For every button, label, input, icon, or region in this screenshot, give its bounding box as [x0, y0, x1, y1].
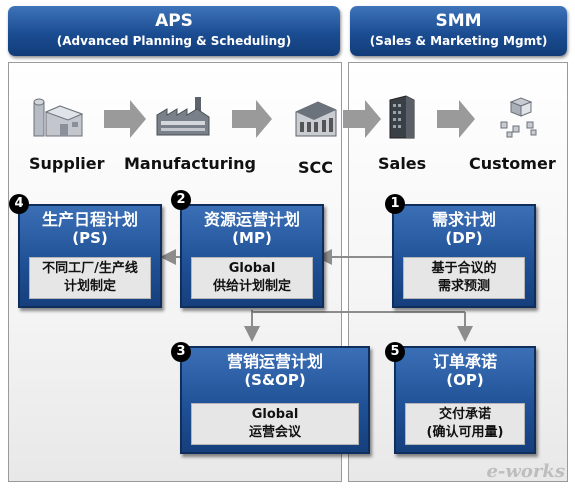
eworks-watermark: e-works — [486, 461, 565, 482]
dp-title: 需求计划 — [431, 210, 496, 229]
factory-icon — [156, 97, 210, 136]
mp-abbr: (MP) — [232, 229, 272, 247]
sop-desc-line-1: Global — [251, 407, 299, 422]
process-arrow-2 — [232, 100, 272, 138]
ps-abbr: (PS) — [72, 229, 108, 247]
warehouse-icon — [295, 101, 337, 137]
ps-title: 生产日程计划 — [41, 210, 138, 229]
process-arrow-4 — [437, 100, 475, 138]
office-building-icon — [389, 95, 415, 139]
sop-box: 营销运营计划 (S&OP) Global 运营会议 — [180, 346, 370, 454]
aps-header: APS (Advanced Planning & Scheduling) — [8, 6, 340, 56]
dp-desc-line-1: 基于合议的 — [431, 261, 497, 276]
mp-desc-line-2: 供给计划制定 — [212, 279, 291, 294]
ps-desc-line-1: 不同工厂/生产线 — [42, 261, 138, 276]
op-title: 订单承诺 — [432, 352, 497, 371]
process-arrows — [104, 100, 475, 138]
op-abbr: (OP) — [446, 371, 484, 389]
op-step-badge: 5 — [385, 342, 405, 362]
ps-step-badge: 4 — [9, 194, 29, 214]
dp-abbr: (DP) — [445, 229, 483, 247]
mp-box: 资源运营计划 (MP) Global 供给计划制定 — [180, 204, 324, 308]
aps-subtitle: (Advanced Planning & Scheduling) — [56, 34, 292, 48]
sop-step-badge: 3 — [171, 342, 191, 362]
op-desc-line-1: 交付承诺 — [438, 407, 491, 422]
op-desc-line-2: (确认可用量) — [426, 425, 504, 440]
sop-title: 营销运营计划 — [226, 352, 323, 371]
process-arrow-1 — [104, 100, 146, 138]
mp-title: 资源运营计划 — [203, 210, 300, 229]
smm-title: SMM — [435, 11, 482, 31]
sop-abbr: (S&OP) — [244, 371, 306, 389]
process-label-sales: Sales — [378, 154, 427, 173]
dp-desc-line-2: 需求预测 — [437, 279, 490, 294]
ps-description: 不同工厂/生产线 计划制定 — [29, 257, 151, 299]
process-arrow-3 — [343, 100, 381, 138]
smm-header: SMM (Sales & Marketing Mgmt) — [350, 6, 567, 56]
customer-cubes-icon — [500, 97, 537, 138]
process-label-scc: SCC — [298, 158, 334, 177]
mp-description: Global 供给计划制定 — [191, 257, 313, 299]
dp-description: 基于合议的 需求预测 — [403, 257, 525, 299]
sop-description: Global 运营会议 — [191, 403, 359, 445]
ps-box: 生产日程计划 (PS) 不同工厂/生产线 计划制定 — [18, 204, 162, 308]
mp-desc-line-1: Global — [228, 261, 276, 276]
op-description: 交付承诺 (确认可用量) — [405, 403, 525, 445]
sop-desc-line-2: 运营会议 — [248, 425, 301, 440]
supplier-icon — [33, 98, 84, 137]
aps-title: APS — [155, 11, 193, 31]
process-label-manufacturing: Manufacturing — [124, 154, 256, 173]
mp-step-badge: 2 — [171, 190, 191, 210]
process-label-supplier: Supplier — [29, 154, 105, 173]
ps-desc-line-2: 计划制定 — [63, 279, 116, 294]
dp-box: 需求计划 (DP) 基于合议的 需求预测 — [392, 204, 536, 308]
dp-step-badge: 1 — [385, 194, 405, 214]
smm-subtitle: (Sales & Marketing Mgmt) — [369, 34, 548, 48]
process-label-customer: Customer — [469, 154, 556, 173]
op-box: 订单承诺 (OP) 交付承诺 (确认可用量) — [394, 346, 536, 454]
